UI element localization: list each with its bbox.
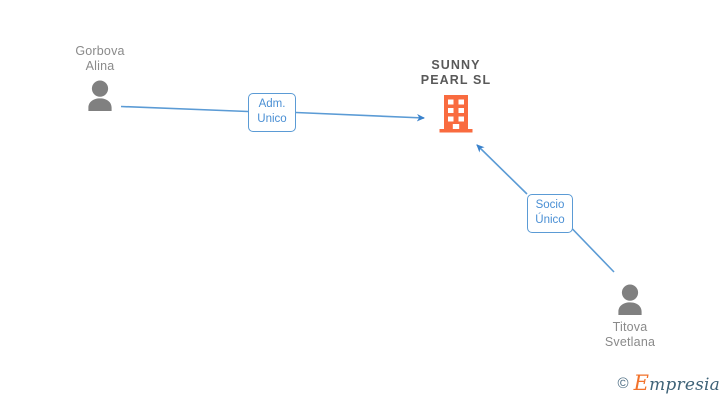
person-label: Titova Svetlana bbox=[604, 320, 656, 349]
person-icon bbox=[88, 80, 112, 111]
watermark-brand-capital: E bbox=[633, 371, 650, 395]
watermark-brand: Empresia bbox=[634, 373, 720, 394]
company-node-sunny-pearl-sl[interactable]: SUNNY PEARL SL bbox=[376, 58, 536, 133]
edge-socio-unico-lower bbox=[571, 228, 615, 273]
copyright-icon: © bbox=[617, 375, 629, 392]
person-node-gorbova-alina[interactable]: Gorbova Alina bbox=[30, 44, 170, 111]
watermark-brand-rest: mpresia bbox=[649, 375, 720, 395]
person-label: Gorbova Alina bbox=[75, 44, 125, 73]
relation-label-socio-unico[interactable]: Socio Único bbox=[527, 194, 573, 233]
relation-label-adm-unico[interactable]: Adm. Unico bbox=[248, 93, 296, 132]
edge-adm-unico-left bbox=[120, 105, 249, 113]
edge-adm-unico-right bbox=[295, 111, 425, 122]
edge-socio-unico-upper bbox=[476, 144, 528, 195]
person-node-titova-svetlana[interactable]: Titova Svetlana bbox=[560, 284, 700, 350]
watermark-empresia: © Empresia bbox=[618, 373, 720, 394]
building-icon bbox=[439, 95, 473, 133]
person-icon bbox=[618, 284, 642, 315]
company-label: SUNNY PEARL SL bbox=[420, 58, 492, 87]
